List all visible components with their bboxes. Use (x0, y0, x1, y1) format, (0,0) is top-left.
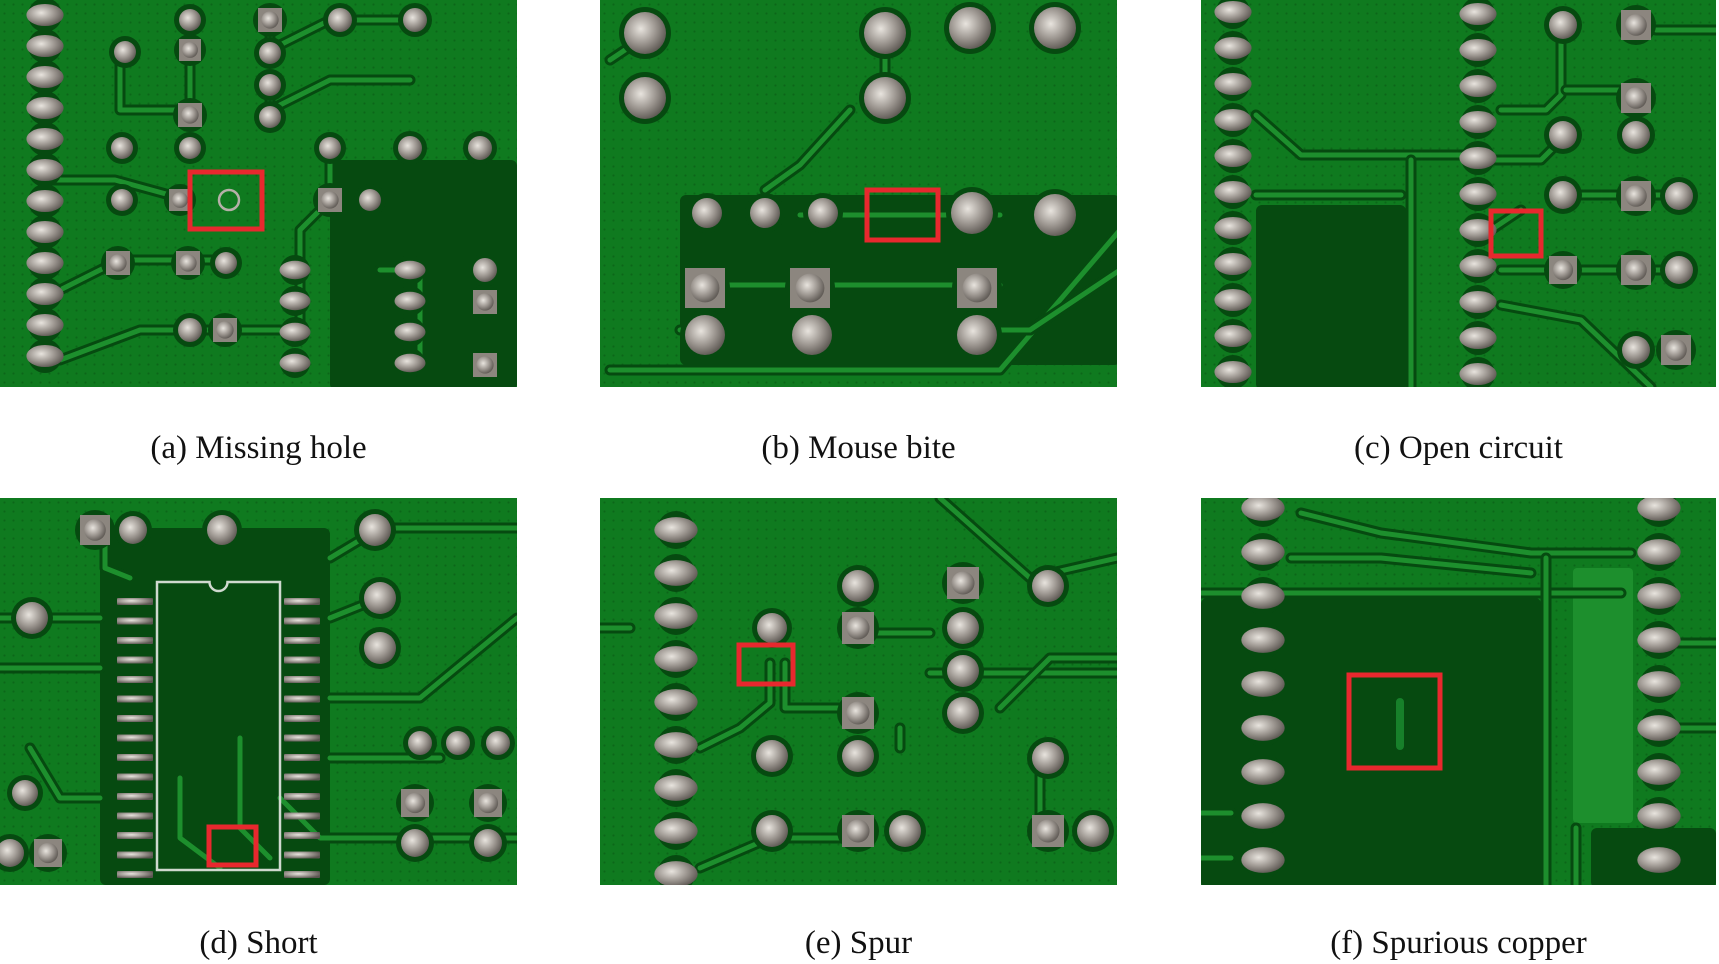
defect-marker-box (187, 169, 265, 232)
panel-short (0, 498, 517, 885)
pcb-image (600, 0, 1117, 387)
panel-mouse-bite (600, 0, 1117, 387)
pcb-image (0, 0, 517, 387)
defect-marker-box (736, 642, 796, 687)
panel-missing-hole (0, 0, 517, 387)
defect-marker-box (864, 187, 941, 243)
pcb-image (600, 498, 1117, 885)
panel-spurious-copper (1201, 498, 1716, 885)
defect-marker-box (1346, 672, 1443, 771)
caption-mouse-bite: (b) Mouse bite (761, 430, 956, 466)
caption-short: (d) Short (199, 925, 318, 961)
panel-open-circuit (1201, 0, 1716, 387)
caption-spurious-copper: (f) Spurious copper (1330, 925, 1587, 961)
pcb-image (1201, 498, 1716, 885)
caption-open-circuit: (c) Open circuit (1354, 430, 1563, 466)
defect-marker-box (1488, 208, 1544, 259)
pcb-image (1201, 0, 1716, 387)
panel-spur (600, 498, 1117, 885)
pcb-image (0, 498, 517, 885)
defect-marker-box (206, 824, 259, 868)
caption-spur: (e) Spur (804, 925, 913, 961)
caption-missing-hole: (a) Missing hole (150, 430, 367, 466)
